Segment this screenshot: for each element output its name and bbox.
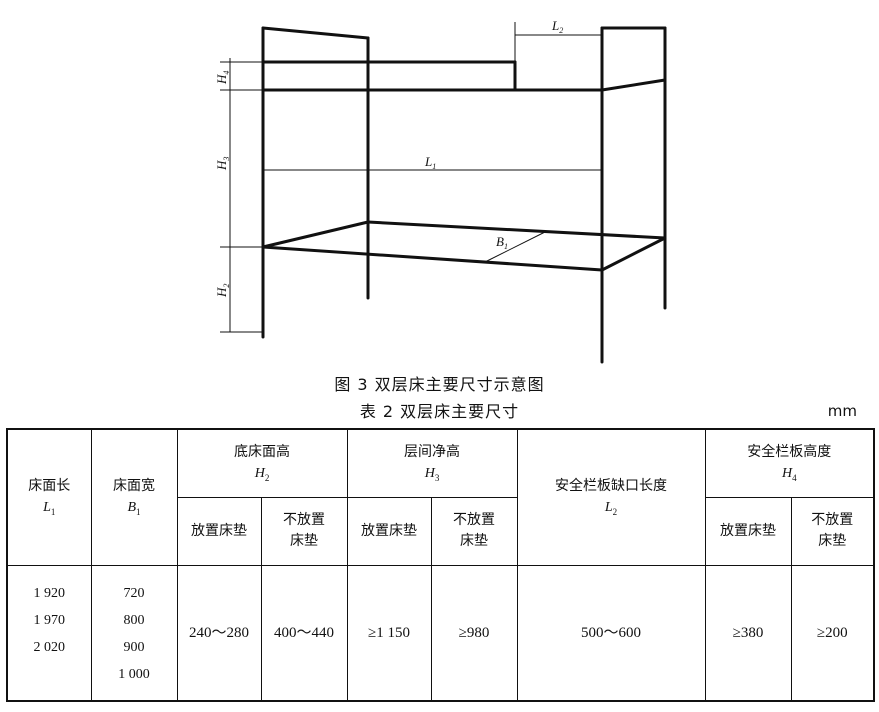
subheader-with-mattress: 放置床垫 (704, 496, 792, 566)
label-H3: H3 (214, 157, 231, 171)
cell-H4-without: ≥200 (790, 564, 875, 702)
label-B1: B1 (496, 234, 508, 251)
label-H4: H4 (214, 71, 231, 85)
cell-H2-with: 240～280 (176, 564, 262, 702)
lower-deck-left (261, 220, 370, 249)
dimension-B1 (484, 231, 546, 263)
left-headboard-top (261, 26, 370, 40)
subheader-without-mattress: 不放置床垫 (790, 496, 875, 566)
table-caption: 表 2 双层床主要尺寸 (359, 402, 520, 421)
subheader-with-mattress: 放置床垫 (346, 496, 432, 566)
upper-deck-side (600, 78, 667, 92)
lower-deck-back (366, 220, 667, 240)
label-L1: L1 (424, 154, 436, 171)
label-L2: L2 (551, 18, 563, 35)
subheader-with-mattress: 放置床垫 (176, 496, 262, 566)
figure-caption: 图 3 双层床主要尺寸示意图 (334, 375, 545, 394)
cell-H2-without: 400～440 (260, 564, 348, 702)
cell-L2-value: 500～600 (516, 564, 706, 702)
subheader-without-mattress: 不放置床垫 (430, 496, 518, 566)
bunk-bed-diagram: L2 L1 B1 H4 H3 H2 (214, 18, 667, 364)
label-H2: H2 (214, 284, 231, 298)
unit-label: mm (827, 402, 857, 420)
cell-H3-with: ≥1 150 (346, 564, 432, 702)
cell-H4-with: ≥380 (704, 564, 792, 702)
subheader-without-mattress: 不放置床垫 (260, 496, 348, 566)
lower-deck-right (600, 236, 667, 272)
cell-H3-without: ≥980 (430, 564, 518, 702)
lower-deck-front (261, 245, 604, 272)
